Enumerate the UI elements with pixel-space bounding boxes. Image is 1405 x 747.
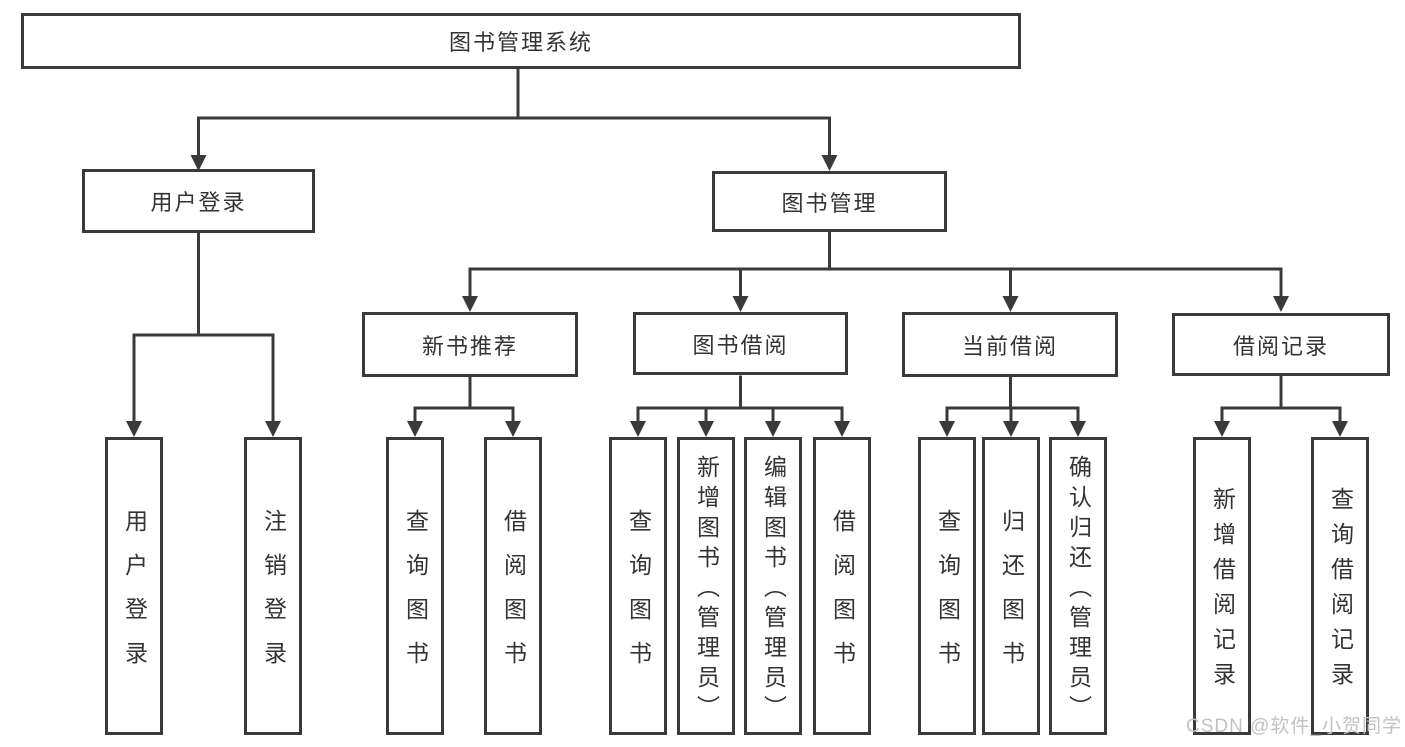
node-bb-edit-books-admin: 编辑图书（管理员）	[744, 437, 802, 735]
node-login-label: 用户登录	[121, 508, 148, 685]
node-cb-query-books: 查询图书	[918, 437, 976, 735]
node-user-login: 用户登录	[82, 169, 315, 233]
node-cb-return-books-label: 归还图书	[998, 508, 1025, 685]
node-br-query-record: 查询借阅记录	[1311, 437, 1369, 735]
node-library-system: 图书管理系统	[21, 13, 1021, 69]
node-cb-query-books-label: 查询图书	[934, 508, 961, 685]
node-br-add-record: 新增借阅记录	[1193, 437, 1251, 735]
node-nb-query-books: 查询图书	[386, 437, 444, 735]
node-nb-query-books-label: 查询图书	[402, 508, 429, 685]
node-cb-return-books: 归还图书	[982, 437, 1040, 735]
node-nb-borrow-books: 借阅图书	[484, 437, 542, 735]
node-bb-edit-books-admin-label: 编辑图书（管理员）	[760, 454, 787, 725]
node-login: 用户登录	[105, 437, 163, 735]
node-bb-query-books-label: 查询图书	[625, 508, 652, 685]
node-bb-add-books-admin-label: 新增图书（管理员）	[693, 454, 720, 725]
node-current-borrow: 当前借阅	[902, 312, 1118, 377]
node-bb-query-books: 查询图书	[609, 437, 667, 735]
node-nb-borrow-books-label: 借阅图书	[500, 508, 527, 685]
node-br-add-record-label: 新增借阅记录	[1209, 487, 1236, 697]
node-cb-confirm-return-admin-label: 确认归还（管理员）	[1065, 454, 1092, 725]
node-book-management: 图书管理	[712, 171, 947, 232]
arrowheads	[126, 155, 1348, 437]
node-bb-borrow-books-label: 借阅图书	[829, 508, 856, 685]
node-new-book-recommend: 新书推荐	[362, 312, 578, 377]
watermark: CSDN @软件_小贺同学	[1186, 716, 1402, 737]
node-logout-label: 注销登录	[260, 508, 287, 685]
node-book-borrow: 图书借阅	[633, 312, 848, 375]
node-br-query-record-label: 查询借阅记录	[1327, 487, 1354, 697]
node-borrow-records: 借阅记录	[1172, 313, 1390, 376]
node-bb-borrow-books: 借阅图书	[813, 437, 871, 735]
node-bb-add-books-admin: 新增图书（管理员）	[677, 437, 735, 735]
node-cb-confirm-return-admin: 确认归还（管理员）	[1049, 437, 1107, 735]
node-logout: 注销登录	[244, 437, 302, 735]
